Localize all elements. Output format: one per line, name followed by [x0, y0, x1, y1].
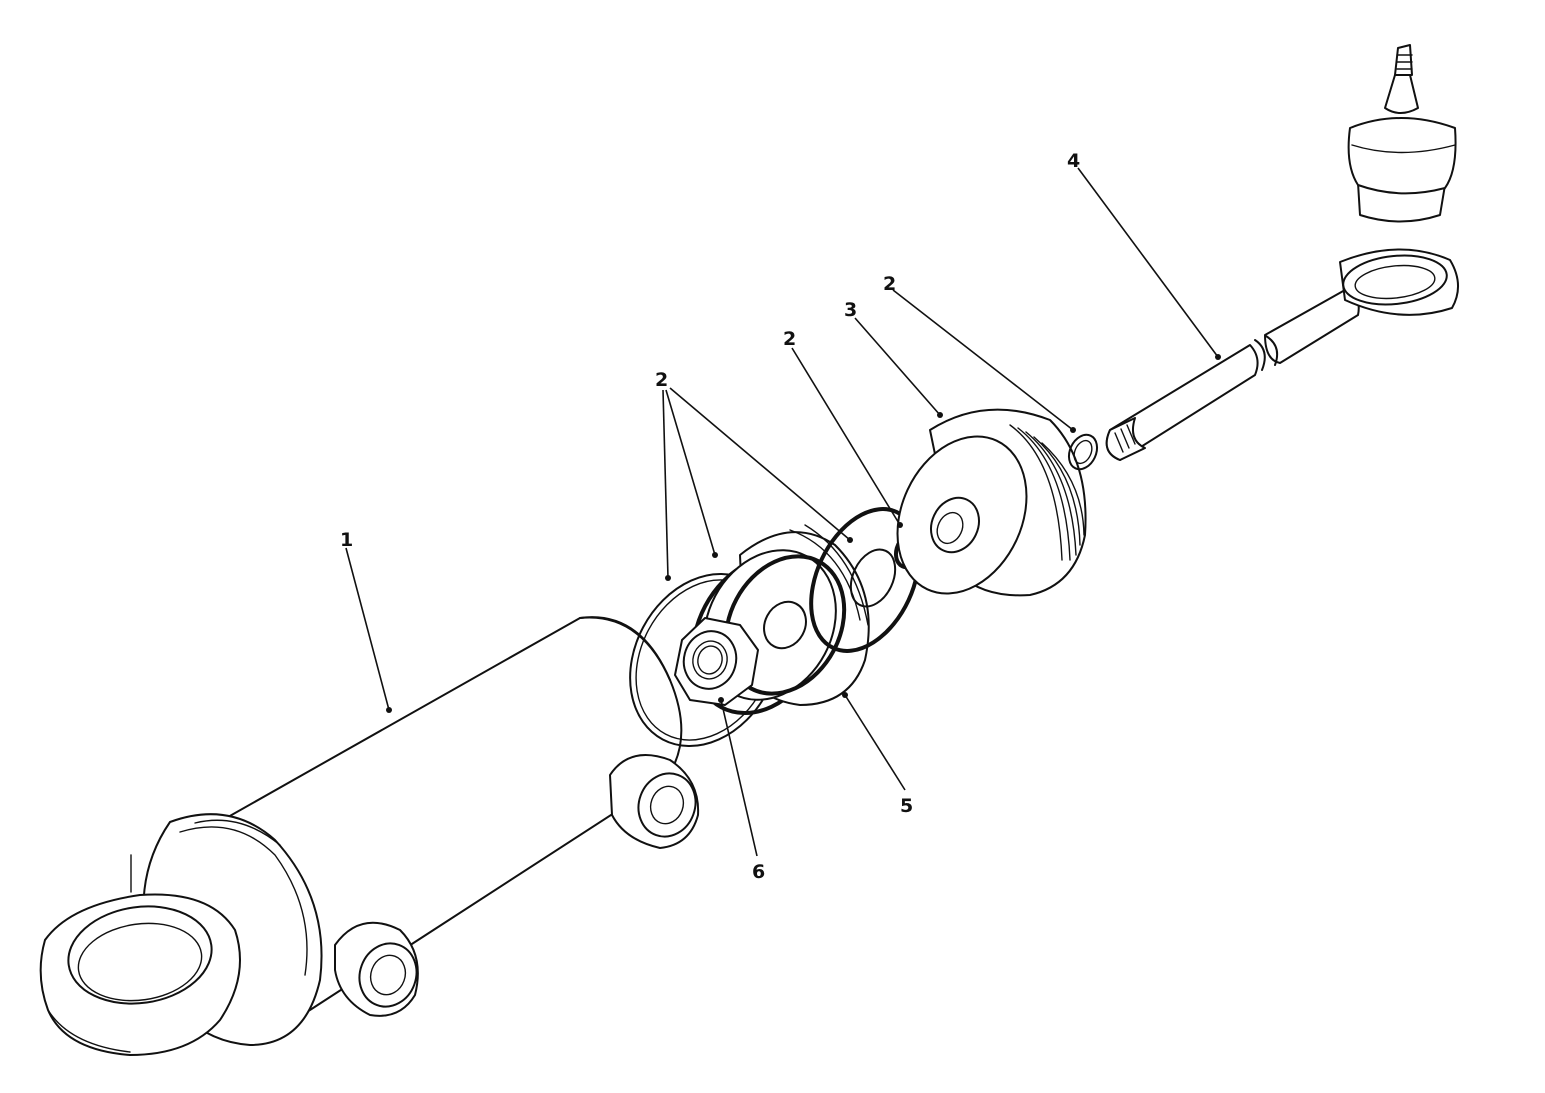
callout-labels: 1 2 2 2 3 4 5 6 [340, 150, 1080, 883]
callout-4: 4 [1067, 150, 1080, 172]
rear-eye [39, 854, 241, 1056]
ball-joint [1347, 44, 1457, 223]
callout-1: 1 [340, 529, 353, 551]
port-boss-lower [334, 921, 419, 1017]
rod-end-eye [1339, 248, 1459, 316]
callout-2-middle: 2 [783, 328, 796, 350]
hex-nut [674, 617, 759, 706]
leader-lines [345, 167, 1221, 857]
callout-6: 6 [752, 861, 765, 883]
callout-5: 5 [900, 795, 913, 817]
callout-2-left: 2 [655, 369, 668, 391]
callout-2-right: 2 [883, 273, 896, 295]
piston-rod [1105, 289, 1360, 461]
o-ring-medium [809, 507, 921, 653]
o-ring-rod-seal [1067, 433, 1099, 471]
port-boss-upper [609, 754, 700, 849]
cylinder-barrel [39, 616, 700, 1056]
callout-3: 3 [844, 299, 857, 321]
o-ring-small-inner [849, 548, 897, 608]
gland [896, 408, 1087, 597]
